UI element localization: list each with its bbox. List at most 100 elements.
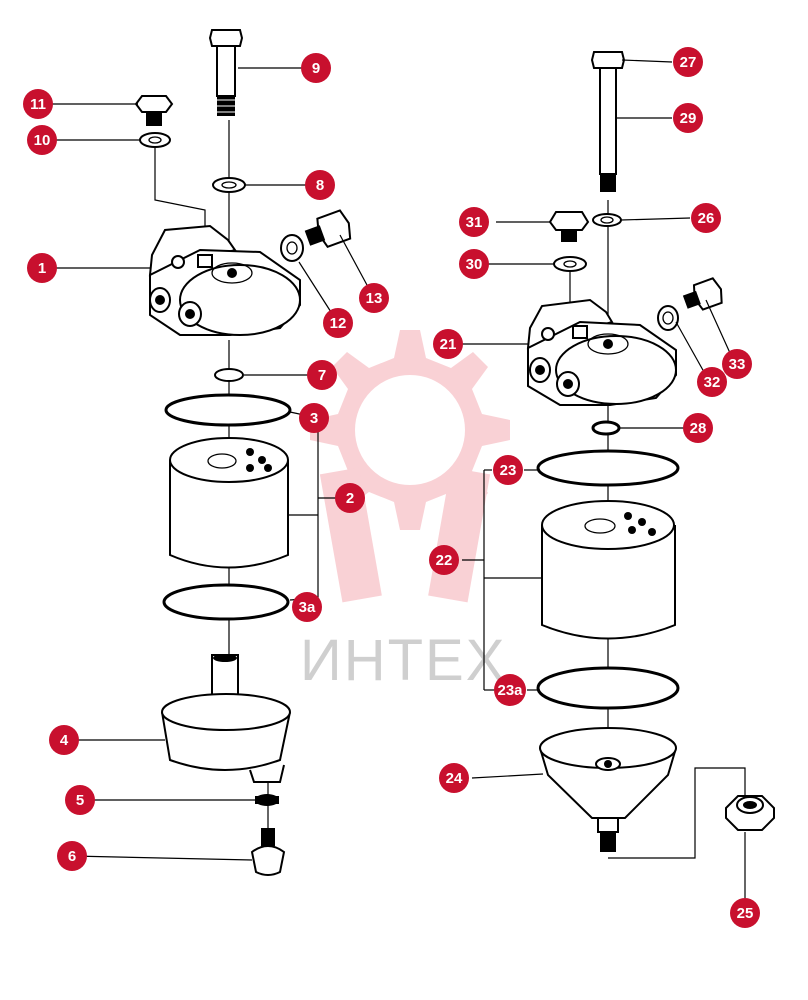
callout-5: 5 xyxy=(65,785,95,815)
bolt-9 xyxy=(208,29,244,116)
callout-badge xyxy=(27,125,57,155)
callout-8: 8 xyxy=(305,170,335,200)
callout-22: 22 xyxy=(429,545,459,575)
callout-label: 1 xyxy=(38,260,46,277)
callout-28: 28 xyxy=(683,413,713,443)
callout-9: 9 xyxy=(301,53,331,83)
filter-element-22 xyxy=(541,500,676,640)
plug-31 xyxy=(548,211,590,242)
callout-badge xyxy=(691,203,721,233)
callout-badge xyxy=(65,785,95,815)
callout-badge xyxy=(494,674,526,706)
callout-10: 10 xyxy=(27,125,57,155)
callout-33: 33 xyxy=(722,349,752,379)
seal-12 xyxy=(280,234,304,262)
callout-25: 25 xyxy=(730,898,760,928)
callout-26: 26 xyxy=(691,203,721,233)
callout-badge xyxy=(697,367,727,397)
callout-label: 3a xyxy=(299,599,316,616)
callout-label: 24 xyxy=(446,770,463,787)
callout-badge xyxy=(673,103,703,133)
callout-badge xyxy=(305,170,335,200)
seal-ring-23a xyxy=(536,666,680,710)
callout-label: 5 xyxy=(76,792,84,809)
callout-label: 25 xyxy=(737,905,754,922)
bolt-29 xyxy=(590,51,626,192)
callout-label: 22 xyxy=(436,552,453,569)
watermark-text: ИНТЕХ xyxy=(300,628,506,693)
bowl-4 xyxy=(161,654,291,783)
callout-label: 23a xyxy=(497,682,523,699)
callout-30: 30 xyxy=(459,249,489,279)
callout-label: 13 xyxy=(366,290,383,307)
drain-plug-6 xyxy=(250,828,286,876)
callout-21: 21 xyxy=(433,329,463,359)
callout-badge xyxy=(493,455,523,485)
callout-badge xyxy=(439,763,469,793)
callout-23a: 23a xyxy=(494,674,526,706)
callout-badge xyxy=(301,53,331,83)
callout-7: 7 xyxy=(307,360,337,390)
plug-11 xyxy=(134,95,174,126)
seal-ring-3a xyxy=(162,583,290,621)
callout-badge xyxy=(683,413,713,443)
callout-6: 6 xyxy=(57,841,87,871)
callout-badge xyxy=(459,249,489,279)
callout-29: 29 xyxy=(673,103,703,133)
callout-badge xyxy=(335,483,365,513)
callout-27: 27 xyxy=(673,47,703,77)
callout-label: 32 xyxy=(704,374,721,391)
callout-3a: 3a xyxy=(292,592,322,622)
seal-32 xyxy=(657,305,679,331)
callout-badge xyxy=(323,308,353,338)
callout-label: 2 xyxy=(346,490,354,507)
callout-label: 27 xyxy=(680,54,697,71)
callout-label: 23 xyxy=(500,462,517,479)
callout-label: 30 xyxy=(466,256,483,273)
callout-badge xyxy=(730,898,760,928)
callout-label: 3 xyxy=(310,410,318,427)
callout-31: 31 xyxy=(459,207,489,237)
filter-head-1 xyxy=(148,224,301,336)
callout-32: 32 xyxy=(697,367,727,397)
callout-label: 28 xyxy=(690,420,707,437)
callout-badge xyxy=(27,253,57,283)
washer-5 xyxy=(255,794,279,806)
right-assembly xyxy=(454,51,775,898)
callout-label: 21 xyxy=(440,336,457,353)
seal-ring-3 xyxy=(164,393,292,427)
callout-12: 12 xyxy=(323,308,353,338)
callout-13: 13 xyxy=(359,283,389,313)
callout-3: 3 xyxy=(299,403,329,433)
callout-1: 1 xyxy=(27,253,57,283)
washer-10 xyxy=(139,132,171,148)
callout-23: 23 xyxy=(493,455,523,485)
o-ring-7 xyxy=(214,368,244,382)
filter-head-21 xyxy=(526,298,677,406)
callout-label: 12 xyxy=(330,315,347,332)
callout-label: 29 xyxy=(680,110,697,127)
callout-badge xyxy=(292,592,322,622)
filter-element-2 xyxy=(169,437,289,569)
callouts: 1233a4567891011121321222323a242526272829… xyxy=(23,47,760,928)
left-assembly xyxy=(42,29,375,876)
plug-33 xyxy=(682,277,723,311)
callout-badge xyxy=(429,545,459,575)
callout-11: 11 xyxy=(23,89,53,119)
washer-30 xyxy=(553,256,587,272)
callout-24: 24 xyxy=(439,763,469,793)
callout-4: 4 xyxy=(49,725,79,755)
callout-badge xyxy=(722,349,752,379)
bowl-24 xyxy=(539,727,677,852)
callout-label: 4 xyxy=(60,732,69,749)
callout-label: 7 xyxy=(318,367,326,384)
callout-badge xyxy=(673,47,703,77)
gear-wrench-logo-icon xyxy=(310,330,510,603)
callout-badge xyxy=(433,329,463,359)
callout-label: 26 xyxy=(698,210,715,227)
nut-25 xyxy=(725,795,775,831)
callout-badge xyxy=(23,89,53,119)
callout-badge xyxy=(359,283,389,313)
callout-badge xyxy=(57,841,87,871)
